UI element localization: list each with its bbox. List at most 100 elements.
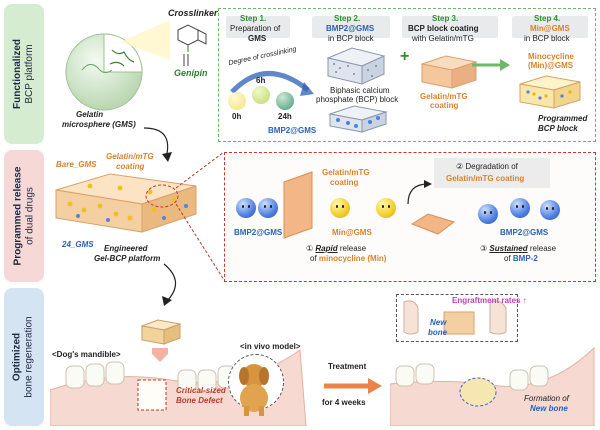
step3-title: Step 3. [432, 14, 459, 23]
bmp-ball-4 [510, 198, 530, 218]
step-arrow-3-4 [472, 59, 510, 71]
prog-line1: Programmed [538, 114, 588, 123]
programmed-bcp-block [519, 75, 581, 109]
degraded-coating [410, 213, 456, 235]
step4-title: Step 4. [534, 14, 561, 23]
row3-line1: Optimized [12, 332, 23, 382]
newbone-inset-line2: bone [428, 328, 448, 337]
mandible-illustration [50, 349, 307, 426]
plus-icon: + [400, 48, 410, 65]
step3-box [402, 16, 498, 38]
bmp-ball-3 [478, 204, 498, 224]
time-0h: 0h [232, 112, 242, 121]
form-line2: New bone [530, 404, 568, 413]
bmp-ball-1 [236, 198, 256, 218]
implant-block [140, 319, 182, 345]
bare-gms-label: Bare_GMS [56, 160, 97, 169]
step2-box [312, 16, 390, 38]
eng-line1: Engineered [104, 244, 148, 253]
newbone-inset-line1: New [430, 318, 447, 327]
sustained-line2: of BMP-2 [504, 254, 538, 263]
biphasic-line2: phosphate (BCP) block [316, 95, 399, 104]
bmp2gms-label: BMP2@GMS [268, 126, 317, 135]
p2-min-gms: Min@GMS [332, 228, 372, 237]
gms-6h [252, 86, 270, 104]
engraft-label: Engraftment rates ↑ [452, 296, 527, 305]
rapid-line2: of minocycline (Min) [310, 254, 387, 263]
step1-sub2: GMS [248, 34, 267, 43]
invivo-label: <in vivo model> [240, 342, 301, 351]
inset-teeth [403, 300, 507, 335]
genipin-label: Genipin [174, 68, 208, 78]
treatment-arrow [324, 378, 382, 394]
step4-sub1: Min@GMS [530, 24, 570, 33]
treatment-label: Treatment [328, 362, 367, 371]
crit-line1: Critical-sized [176, 386, 226, 395]
healed-mandible-illustration [390, 346, 595, 426]
min-ball-1 [330, 198, 350, 218]
row3-line2: bone regeneration [24, 316, 35, 398]
step3-sub2: with Gelatin/mTG [412, 34, 474, 43]
coated-bcp-block [420, 55, 478, 89]
bmp-ball-2 [258, 198, 278, 218]
p2-gel-line1: Gelatin/mTG [106, 152, 154, 161]
p2-coat-line1: Gelatin/mTG [322, 168, 370, 177]
prog-line2: BCP block [538, 124, 578, 133]
steps-panel [218, 8, 596, 142]
gms-24h [276, 92, 294, 110]
step4-box [512, 16, 588, 38]
row1-line1: Functionalized [12, 39, 23, 109]
deg-line2: Gelatin/mTG coating [446, 174, 525, 183]
step2-title: Step 2. [334, 14, 361, 23]
step1-box [226, 16, 290, 38]
deg-line1: ② Degradation of [456, 162, 518, 171]
down-arrow-icon [152, 348, 168, 362]
rapid-line1: ① Rapid release [306, 244, 367, 253]
degree-arrow [230, 71, 314, 96]
flow-arrow-degradation [407, 180, 432, 205]
gelatin-microsphere-illustration [65, 33, 143, 111]
step3-gel-line1: Gelatin/mTG [420, 92, 468, 101]
step1-title: Step 1. [240, 14, 267, 23]
flow-arrow-2-3 [162, 263, 177, 306]
bmp-ball-5 [540, 200, 560, 220]
crosslinker-label: Crosslinker [168, 8, 218, 18]
gms-label-line1: Gelatin [76, 110, 104, 119]
step3-gel-line2: coating [430, 101, 459, 110]
row2-line1: Programmed release [12, 166, 24, 266]
mandible-label: <Dog's mandible> [52, 350, 121, 359]
min-ball-2 [376, 198, 396, 218]
crosslinker-highlight [120, 20, 170, 60]
sustained-line1: ③ Sustained release [480, 244, 557, 253]
mino-line2: (Min)@GMS [528, 61, 574, 70]
time-24h: 24h [278, 112, 292, 121]
p2-bmp-right: BMP2@GMS [500, 228, 549, 237]
biphasic-line1: Biphasic calcium [330, 86, 390, 95]
gms-0h [228, 92, 246, 110]
gms24-label: 24_GMS [62, 240, 94, 249]
step2-sub2: in BCP block [328, 34, 374, 43]
form-line1: Formation of [524, 394, 569, 403]
eng-line2: Gel-BCP platform [94, 254, 161, 263]
bcp-block-loaded [328, 105, 388, 133]
gms-label-line2: microsphere (GMS) [62, 120, 136, 129]
weeks-label: for 4 weeks [322, 398, 366, 407]
step3-sub1: BCP block coating [408, 24, 479, 33]
mino-line1: Minocycline [528, 52, 574, 61]
p2-coat-line2: coating [330, 178, 359, 187]
dog-icon [239, 364, 269, 416]
step2-sub1: BMP2@GMS [326, 24, 375, 33]
crit-line2: Bone Defect [176, 396, 223, 405]
degradation-box [434, 158, 550, 188]
genipin-molecule-icon [177, 24, 207, 66]
coating-wall [283, 171, 313, 239]
row1-line2: BCP platform [24, 44, 35, 104]
time-6h: 6h [256, 76, 266, 85]
p2-gel-line2: coating [116, 162, 145, 171]
step4-sub2: in BCP block [524, 34, 570, 43]
row2-line2: of dual drugs [24, 187, 36, 245]
p2-bmp-left: BMP2@GMS [234, 228, 283, 237]
